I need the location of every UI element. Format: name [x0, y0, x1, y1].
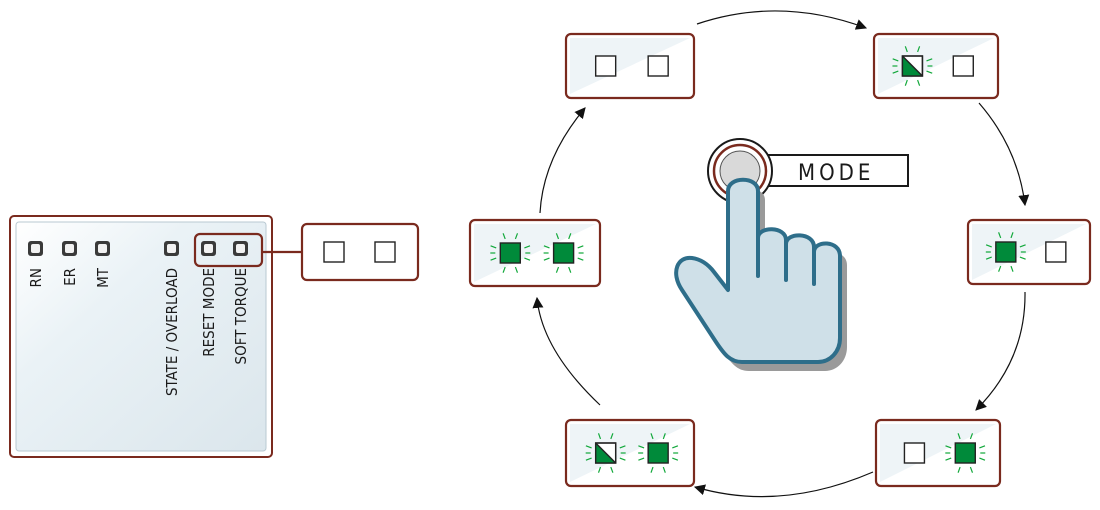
- flash-rays-icon: [892, 46, 933, 86]
- arrow-3: [975, 291, 1026, 411]
- led-right-flashing-on: [945, 433, 986, 473]
- led-reset-mode: [201, 241, 216, 256]
- mode-button-label: MODE: [798, 161, 874, 186]
- arrow-5: [532, 296, 601, 406]
- label-state-overload: STATE / OVERLOAD: [163, 268, 181, 396]
- mode-button-label-frame: [768, 154, 909, 187]
- device-panel: RN ER MT STATE / OVERLOAD RESET MODE SOF…: [9, 215, 302, 458]
- cycle-arrows: [532, 10, 1030, 498]
- led-state-boxes: [468, 32, 1092, 488]
- state-box-1: [564, 32, 696, 100]
- led-right-flashing-on: [543, 233, 584, 273]
- arrow-6: [539, 107, 586, 214]
- led-left-flashing-on: [490, 233, 531, 273]
- led-left-flashing-half: [585, 433, 626, 473]
- label-mt: MT: [94, 267, 112, 288]
- pointing-hand-icon: [674, 177, 847, 371]
- led-left-off: [594, 55, 617, 77]
- state-box-6: [468, 218, 602, 288]
- label-reset-mode: RESET MODE: [200, 268, 218, 357]
- label-rn: RN: [27, 268, 45, 287]
- flash-rays-icon: [945, 433, 986, 473]
- led-soft-torque: [233, 241, 248, 256]
- led-right-off: [952, 55, 974, 77]
- led-mt: [95, 241, 110, 256]
- led-left-flashing-on: [985, 232, 1026, 272]
- led-state-overload: [164, 241, 179, 256]
- highlight-frame: [193, 232, 264, 268]
- state-box-3: [966, 218, 1092, 286]
- led-rn: [28, 241, 43, 256]
- state-box-4: [874, 418, 1002, 488]
- led-left-off: [903, 442, 926, 464]
- led-right-off: [1045, 241, 1067, 263]
- label-soft-torque: SOFT TORQUE: [232, 268, 250, 364]
- led-left-flashing-half: [892, 46, 933, 86]
- arrow-2: [978, 102, 1030, 207]
- state-box-5: [564, 418, 696, 488]
- flash-rays-icon: [638, 433, 679, 473]
- arrow-4: [693, 471, 874, 498]
- flash-rays-icon: [543, 233, 584, 273]
- label-er: ER: [61, 268, 79, 286]
- flash-rays-icon: [585, 433, 626, 473]
- flash-rays-icon: [490, 233, 531, 273]
- led-right-off: [647, 55, 669, 77]
- state-box-2: [872, 32, 1000, 100]
- callout-led-box: [300, 222, 420, 282]
- flash-rays-icon: [985, 232, 1026, 272]
- led-er: [62, 241, 77, 256]
- arrow-1: [696, 10, 868, 30]
- led-right-flashing-on: [638, 433, 679, 473]
